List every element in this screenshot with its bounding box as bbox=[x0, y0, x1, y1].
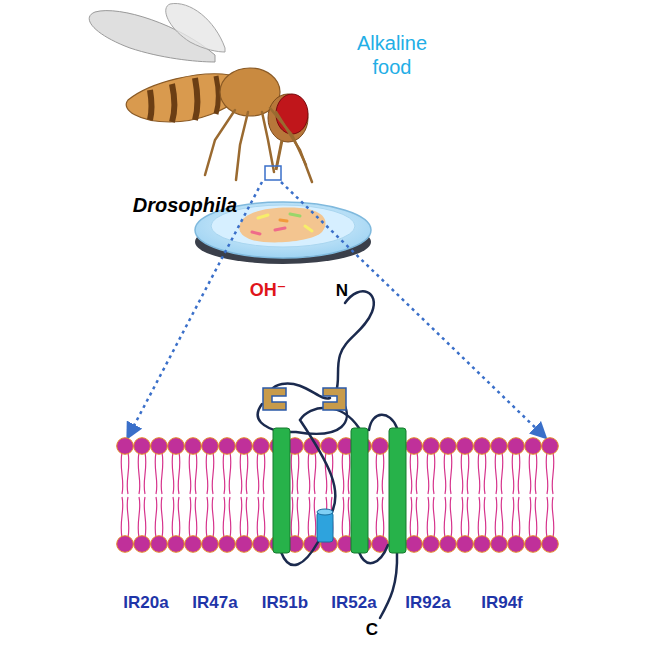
receptor-name: IR20a bbox=[123, 593, 168, 613]
pore-loop bbox=[317, 509, 333, 542]
fly-illustration bbox=[89, 3, 312, 182]
transmembrane-helices bbox=[273, 428, 406, 553]
lipid-bilayer bbox=[117, 438, 559, 553]
receptor-name: IR92a bbox=[405, 593, 450, 613]
receptor-name: IR52a bbox=[331, 593, 376, 613]
receptor-name: IR94f bbox=[481, 593, 523, 613]
receptor-name: IR47a bbox=[192, 593, 237, 613]
food-label: Alkaline food bbox=[342, 31, 442, 79]
species-label: Drosophila bbox=[133, 193, 237, 217]
receptor-protein bbox=[258, 291, 397, 618]
receptor-name: IR51b bbox=[262, 593, 308, 613]
c-shaped-domains bbox=[263, 388, 346, 410]
ion-label: OH⁻ bbox=[250, 280, 287, 302]
zoom-lines bbox=[128, 182, 545, 437]
terminus-label: C bbox=[366, 620, 378, 640]
terminus-label: N bbox=[336, 281, 348, 301]
